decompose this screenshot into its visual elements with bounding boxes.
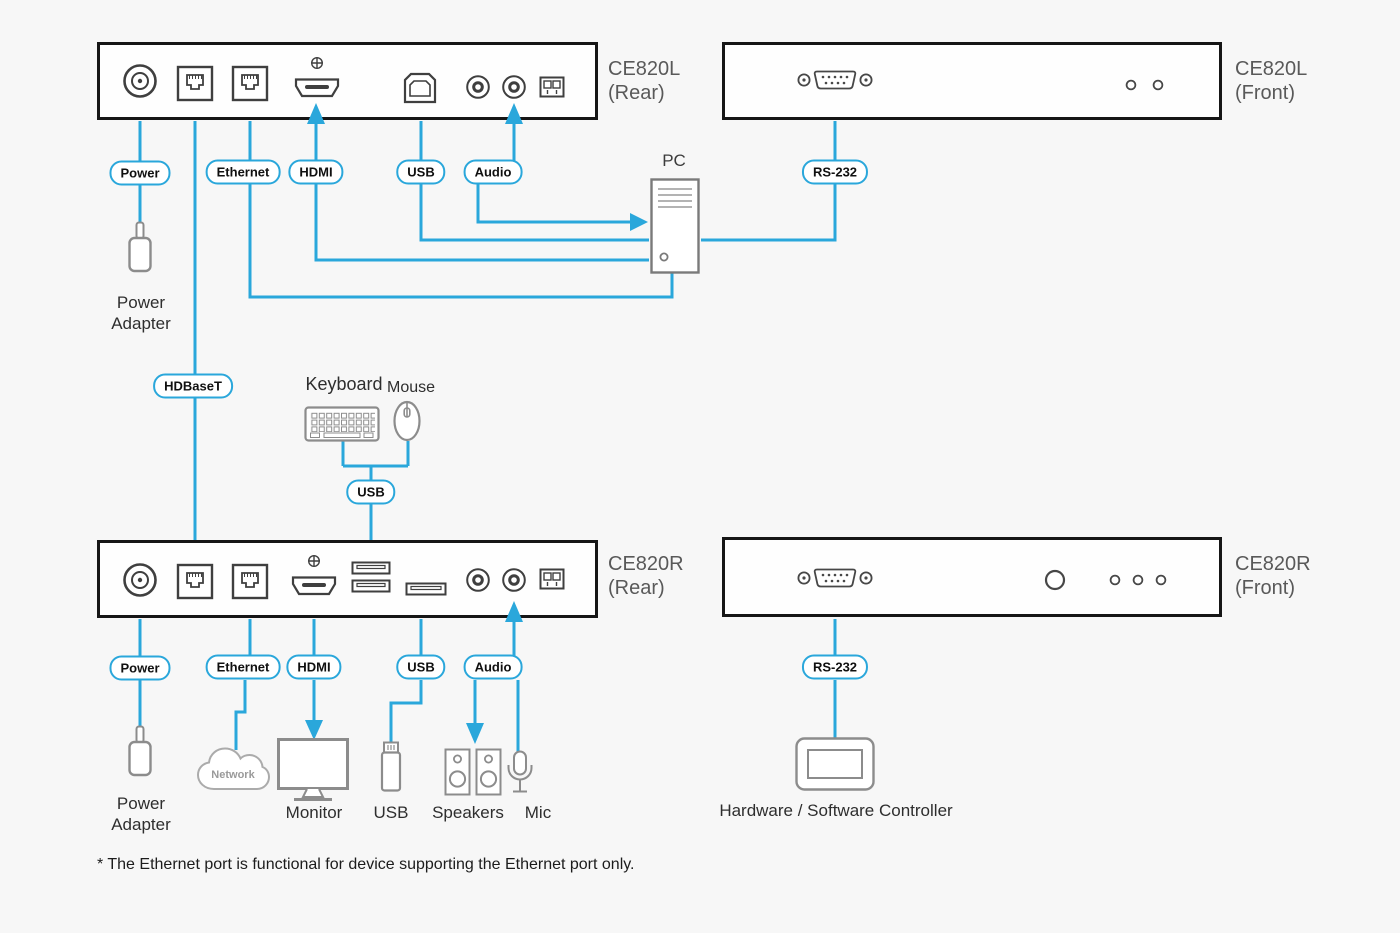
controller-icon <box>795 737 875 791</box>
pc-tower-icon <box>650 178 700 274</box>
pill-audio-bottom: Audio <box>463 654 523 680</box>
audio-jack-icon <box>466 75 490 99</box>
pill-ethernet-bottom: Ethernet <box>205 654 281 680</box>
device-name: CE820R <box>1235 553 1311 575</box>
led-indicator-icon <box>1152 79 1164 91</box>
pill-power-bottom: Power <box>109 655 171 681</box>
audio-jack-icon <box>502 568 526 592</box>
grounding-screw-icon <box>310 56 324 70</box>
pill-usb-bottom: USB <box>396 654 446 680</box>
hdmi-port-icon <box>291 576 337 596</box>
label-ce820r-rear: CE820R (Rear) <box>608 552 684 600</box>
network-label: Network <box>211 769 255 781</box>
network-cloud-icon <box>196 747 271 790</box>
keyboard-icon <box>304 406 380 442</box>
rs232-db9-icon <box>797 568 873 588</box>
terminal-block-icon <box>539 568 565 590</box>
audio-jack-icon <box>466 568 490 592</box>
power-jack-icon <box>123 64 157 98</box>
device-name: CE820L <box>1235 58 1308 80</box>
device-variant: (Front) <box>1235 577 1295 599</box>
grounding-screw-icon <box>307 554 321 568</box>
rs232-db9-icon <box>797 70 873 90</box>
led-indicator-icon <box>1155 574 1167 586</box>
led-indicator-icon <box>1132 574 1144 586</box>
mouse-icon <box>393 400 421 442</box>
device-variant: (Front) <box>1235 82 1295 104</box>
power-jack-icon <box>123 563 157 597</box>
led-indicator-icon <box>1125 79 1137 91</box>
usb-drive-label: USB <box>373 803 409 822</box>
power-adapter-icon <box>128 221 152 273</box>
pc-label: PC <box>662 151 686 170</box>
push-button-icon <box>1044 569 1066 591</box>
pill-ethernet-top: Ethernet <box>205 159 281 185</box>
usb-b-port-icon <box>403 72 437 104</box>
label-ce820r-front: CE820R (Front) <box>1235 552 1311 600</box>
usb-a-port-icon <box>405 582 447 596</box>
hdbaset-port-icon <box>176 563 214 600</box>
keyboard-label: Keyboard <box>305 374 383 394</box>
ethernet-port-icon <box>231 65 269 102</box>
usb-drive-icon <box>380 741 402 792</box>
hdmi-port-icon <box>294 78 340 98</box>
panel-ce820r-front <box>722 537 1222 617</box>
terminal-block-icon <box>539 76 565 98</box>
audio-jack-icon <box>502 75 526 99</box>
led-indicator-icon <box>1109 574 1121 586</box>
label-ce820l-rear: CE820L (Rear) <box>608 57 680 105</box>
pill-hdbaset: HDBaseT <box>153 373 233 399</box>
monitor-label: Monitor <box>285 803 343 822</box>
pill-hdmi-bottom: HDMI <box>286 654 342 680</box>
panel-ce820r-rear <box>97 540 598 618</box>
mic-label: Mic <box>524 803 552 822</box>
mic-icon <box>507 750 533 793</box>
pill-hdmi-top: HDMI <box>288 159 344 185</box>
footnote: * The Ethernet port is functional for de… <box>97 856 635 873</box>
device-name: CE820R <box>608 553 684 575</box>
panel-ce820l-rear <box>97 42 598 120</box>
mouse-label: Mouse <box>386 379 436 396</box>
monitor-icon <box>277 738 349 801</box>
power-adapter-label: Power Adapter <box>111 794 171 834</box>
power-adapter-label: Power Adapter <box>111 293 171 333</box>
pill-rs232-bottom: RS-232 <box>801 654 869 680</box>
usb-a-port-icon <box>351 561 391 575</box>
speakers-icon <box>444 748 502 796</box>
pill-audio-top: Audio <box>463 159 523 185</box>
power-adapter-icon <box>128 725 152 777</box>
pill-usb-top: USB <box>396 159 446 185</box>
device-variant: (Rear) <box>608 577 665 599</box>
label-ce820l-front: CE820L (Front) <box>1235 57 1307 105</box>
usb-a-port-icon <box>351 579 391 593</box>
ethernet-port-icon <box>231 563 269 600</box>
pill-usb-keyboard-mouse: USB <box>346 479 396 505</box>
speakers-label: Speakers <box>432 803 504 822</box>
pill-power-top: Power <box>109 160 171 186</box>
panel-ce820l-front <box>722 42 1222 120</box>
controller-label: Hardware / Software Controller <box>719 801 953 820</box>
device-name: CE820L <box>608 58 681 80</box>
device-variant: (Rear) <box>608 82 665 104</box>
hdbaset-port-icon <box>176 65 214 102</box>
pill-rs232-top: RS-232 <box>801 159 869 185</box>
